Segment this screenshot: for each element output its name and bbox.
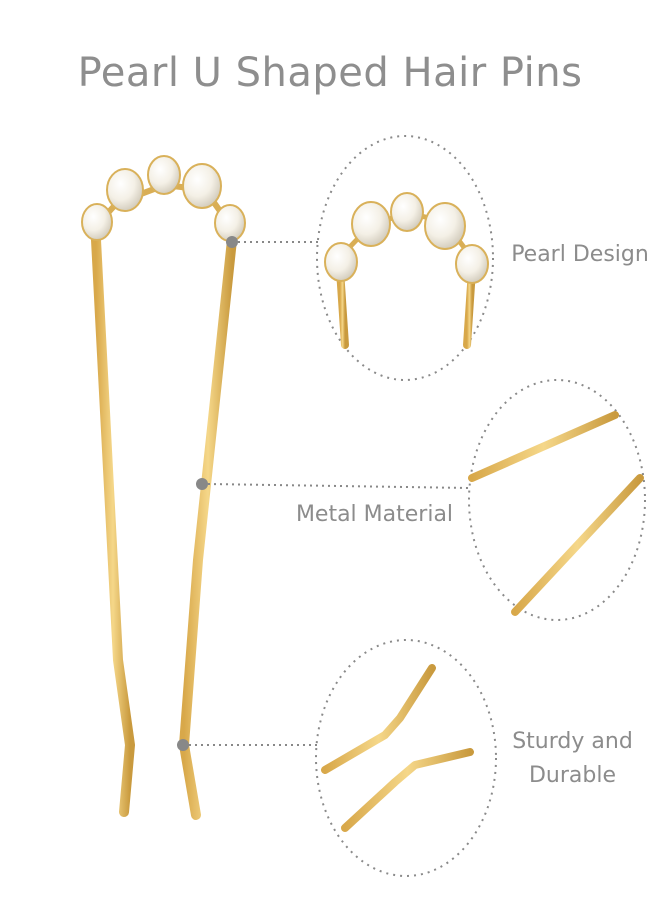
label-metal-material: Metal Material (295, 502, 454, 527)
label-sturdy-durable: Sturdy and Durable (505, 725, 640, 793)
sturdy-detail-circle (315, 639, 497, 877)
pearl-detail-circle (316, 135, 494, 381)
pearls (81, 155, 246, 242)
product-title: Pearl U Shaped Hair Pins (77, 50, 583, 96)
hair-pin (81, 155, 246, 820)
right-prong (179, 235, 237, 820)
label-sturdy-line2: Durable (528, 763, 617, 788)
label-sturdy-line1: Sturdy and (512, 729, 633, 754)
callout-markers (177, 236, 471, 751)
left-prong (91, 235, 135, 817)
label-pearl-design: Pearl Design (511, 242, 649, 267)
metal-detail-circle (468, 379, 646, 621)
